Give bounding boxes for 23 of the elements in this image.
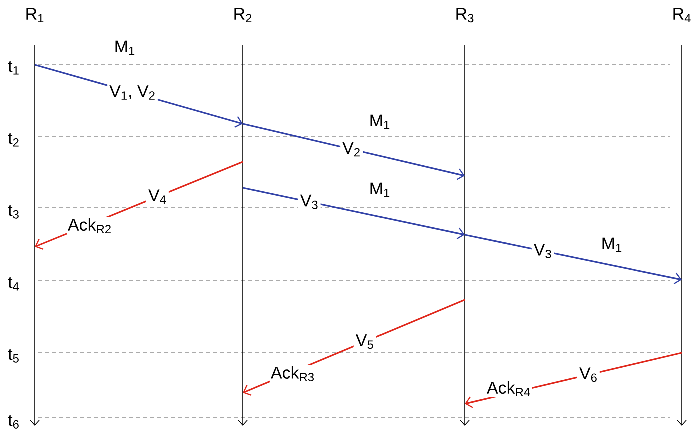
edge-label: V$_{6}$ bbox=[580, 368, 597, 382]
lifeline: R$_{4}$ bbox=[674, 8, 691, 426]
text-label: Ack$_{R2}$ bbox=[68, 218, 111, 234]
text-label: t$_{6}$ bbox=[8, 415, 19, 429]
lifeline: R$_{1}$ bbox=[26, 8, 44, 426]
text-label: M$_{1}$ bbox=[370, 114, 390, 130]
text-label: Ack$_{R3}$ bbox=[271, 366, 314, 382]
edge-label: V$_{1}$, V$_{2}$ bbox=[110, 86, 155, 100]
text-label: M$_{1}$ bbox=[602, 238, 622, 252]
text-label: Ack$_{R4}$ bbox=[487, 382, 530, 396]
arrow bbox=[242, 187, 465, 240]
lifeline: R$_{3}$ bbox=[456, 8, 474, 426]
edge-label: V$_{5}$ bbox=[356, 334, 374, 350]
text-label: M$_{1}$ bbox=[116, 40, 135, 56]
edge-label: V$_{2}$ bbox=[342, 142, 360, 157]
edge-label: V$_{4}$ bbox=[148, 190, 166, 204]
arrow bbox=[464, 234, 682, 284]
arrow bbox=[242, 123, 465, 180]
text-label: M$_{1}$ bbox=[370, 182, 390, 198]
lifeline: R$_{2}$ bbox=[234, 8, 252, 426]
edge-label: V$_{3}$ bbox=[300, 194, 318, 210]
text-label: t$_{1}$ bbox=[8, 61, 19, 75]
edge-label: V$_{3}$ bbox=[534, 244, 552, 258]
